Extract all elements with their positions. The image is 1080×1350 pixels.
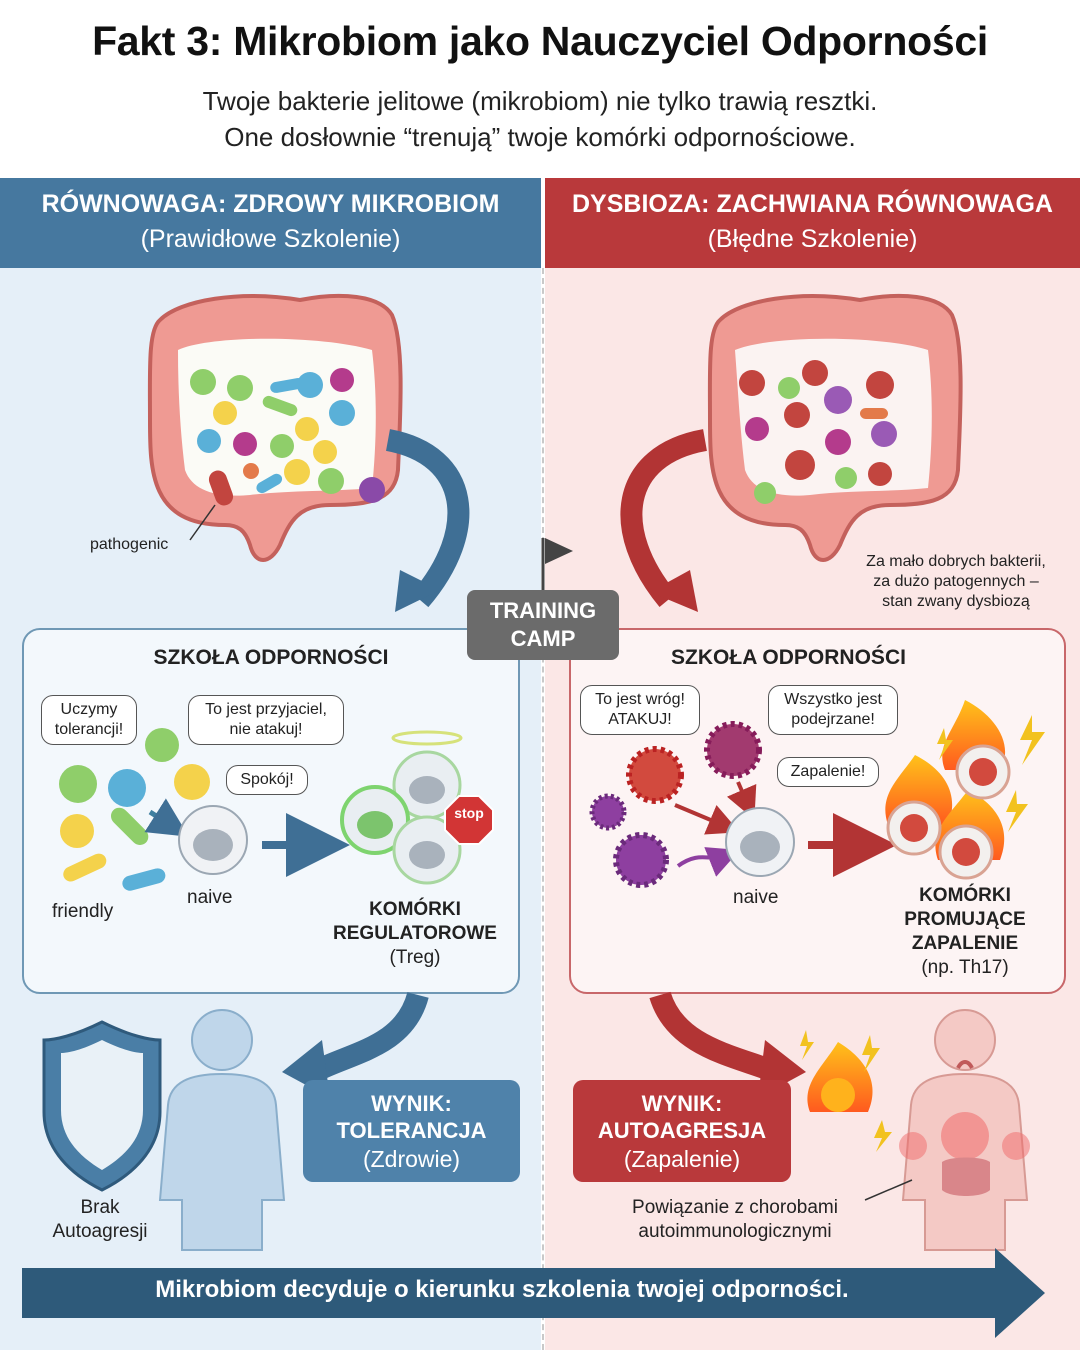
result-autoaggression-line-2: AUTOAGRESJA — [597, 1118, 767, 1143]
inflammatory-cells-icon — [885, 700, 1011, 880]
result-tolerance-line-1: WYNIK: — [371, 1091, 452, 1116]
subtitle-line-1: Twoje bakterie jelitowe (mikrobiom) nie … — [202, 86, 878, 116]
attack-arrow-2 — [726, 781, 757, 820]
left-header: RÓWNOWAGA: ZDROWY MIKROBIOM (Prawidłowe … — [0, 178, 541, 268]
pathogenic-pointer — [189, 504, 216, 541]
left-outcome-arrow — [313, 991, 429, 1080]
result-tolerance-line-2: TOLERANCJA — [336, 1118, 487, 1143]
flag-icon — [541, 538, 573, 592]
th17-label-line-2: PROMUJĄCE — [904, 909, 1026, 930]
left-school-title: SZKOŁA ODPORNOŚCI — [153, 646, 389, 669]
dysbiosis-note-line-2: za dużo patogennych – — [873, 573, 1039, 590]
autoimmune-link-label: Powiązanie z chorobami autoimmunologiczn… — [605, 1196, 865, 1244]
right-subheading: (Błędne Szkolenie) — [707, 225, 918, 253]
left-flow-arrow — [385, 429, 470, 608]
naive-cell-icon — [178, 805, 248, 875]
th17-label-line-4: (np. Th17) — [921, 957, 1009, 978]
dysbiosis-note-line-1: Za mało dobrych bakterii, — [866, 553, 1046, 570]
speech-bubble-friend: To jest przyjaciel, nie atakuj! — [188, 695, 344, 745]
result-autoaggression-line-1: WYNIK: — [641, 1091, 723, 1116]
treg-label-line-1: KOMÓRKI — [369, 899, 461, 920]
healthy-bacteria-icon — [190, 368, 385, 506]
right-outcome-arrow — [649, 991, 774, 1081]
training-camp-badge: TRAINING CAMP — [467, 590, 619, 660]
speech-bubble-enemy: To jest wróg! ATAKUJ! — [580, 685, 700, 735]
speech-bubble-calm: Spokój! — [226, 765, 308, 795]
speech-bubble-suspicious: Wszystko jest podejrzane! — [768, 685, 898, 735]
left-subheading: (Prawidłowe Szkolenie) — [140, 225, 401, 253]
friendly-label: friendly — [52, 901, 114, 922]
no-autoaggression-line-1: Brak — [80, 1197, 120, 1218]
left-heading: RÓWNOWAGA: ZDROWY MIKROBIOM — [41, 190, 500, 218]
speech-bubble-tolerance: Uczymy tolerancji! — [41, 695, 137, 745]
right-flow-arrowhead — [650, 570, 698, 612]
healthy-colon-icon — [147, 293, 403, 562]
disease-pointer — [864, 1179, 913, 1201]
right-school-title: SZKOŁA ODPORNOŚCI — [671, 646, 906, 669]
inflamed-person-icon — [899, 1009, 1030, 1251]
dysbiosis-note: Za mało dobrych bakterii, za dużo patoge… — [836, 552, 1076, 612]
right-header: DYSBIOZA: ZACHWIANA RÓWNOWAGA (Błędne Sz… — [545, 178, 1080, 268]
attack-arrow-1 — [674, 803, 740, 835]
friendly-bacteria-icon — [59, 728, 210, 891]
stop-sign-label: stop — [454, 805, 484, 821]
camp-label-line-2: CAMP — [510, 626, 576, 651]
dysbiosis-note-line-3: stan zwany dysbiozą — [882, 593, 1030, 610]
pathogen-bacteria-icon — [739, 360, 897, 504]
right-heading: DYSBIOZA: ZACHWIANA RÓWNOWAGA — [572, 190, 1053, 218]
th17-label: KOMÓRKI PROMUJĄCE ZAPALENIE (np. Th17) — [870, 884, 1060, 980]
treg-label: KOMÓRKI REGULATOROWE (Treg) — [320, 898, 510, 970]
left-flow-arrowhead — [395, 570, 440, 612]
lightning-icon — [937, 715, 1045, 832]
treg-label-line-3: (Treg) — [389, 947, 441, 968]
no-autoaggression-label: Brak Autoagresji — [30, 1196, 170, 1244]
footer-arrow — [22, 1248, 1045, 1338]
panel-divider — [542, 268, 544, 1350]
stop-sign-icon — [444, 795, 494, 845]
right-flow-arrow — [620, 429, 708, 608]
naive-label-right: naive — [733, 887, 779, 908]
footer-message: Mikrobiom decyduje o kierunku szkolenia … — [155, 1276, 849, 1303]
subtitle-line-2: One dosłownie “trenują” twoje komórki od… — [224, 122, 856, 152]
pathogen-cells-icon — [589, 721, 762, 888]
left-small-arrow — [144, 798, 189, 837]
healthy-person-icon — [158, 1009, 286, 1251]
autoimmune-link-line-2: autoimmunologicznymi — [638, 1221, 832, 1242]
naive-cell-right-icon — [725, 807, 795, 877]
speech-bubble-inflammation: Zapalenie! — [777, 757, 879, 787]
shield-icon — [42, 1020, 162, 1192]
result-autoaggression-box: WYNIK: AUTOAGRESJA (Zapalenie) — [573, 1080, 791, 1182]
th17-label-line-3: ZAPALENIE — [911, 933, 1019, 954]
pathogenic-label: pathogenic — [90, 536, 169, 553]
result-autoaggression-line-3: (Zapalenie) — [623, 1146, 741, 1172]
angry-flame-icon — [800, 1030, 892, 1152]
treg-cells-icon — [340, 730, 463, 885]
naive-label-left: naive — [187, 887, 233, 908]
result-tolerance-line-3: (Zdrowie) — [362, 1146, 461, 1172]
no-autoaggression-line-2: Autoagresji — [52, 1221, 148, 1242]
attack-arrow-3 — [676, 847, 740, 877]
treg-label-line-2: REGULATOROWE — [333, 923, 497, 944]
camp-label-line-1: TRAINING — [489, 598, 597, 623]
th17-label-line-1: KOMÓRKI — [919, 885, 1011, 906]
page-title: Fakt 3: Mikrobiom jako Nauczyciel Odporn… — [92, 18, 988, 64]
result-tolerance-box: WYNIK: TOLERANCJA (Zdrowie) — [303, 1080, 520, 1182]
autoimmune-link-line-1: Powiązanie z chorobami — [632, 1197, 838, 1218]
